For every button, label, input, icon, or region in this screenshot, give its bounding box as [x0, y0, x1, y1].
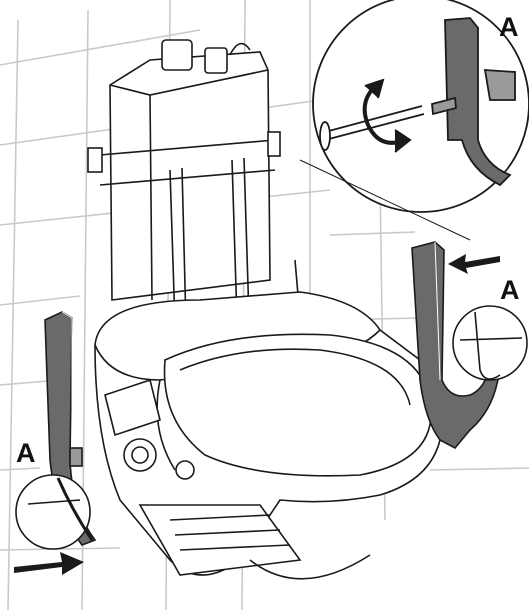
cistern-frame	[87, 39, 299, 326]
zoom-circle-right	[452, 305, 528, 381]
callout-label-right: A	[500, 275, 520, 305]
detail-circle-top	[299, 0, 529, 241]
callout-label-top: A	[499, 12, 519, 42]
zoom-circle-left	[15, 474, 94, 550]
screw-icon	[319, 96, 457, 151]
push-arrow-icon	[14, 552, 84, 575]
toilet-body	[94, 291, 444, 580]
callout-label-left: A	[16, 438, 36, 468]
pull-arrow-icon	[448, 254, 500, 274]
rotate-arrow-icon	[362, 78, 412, 153]
